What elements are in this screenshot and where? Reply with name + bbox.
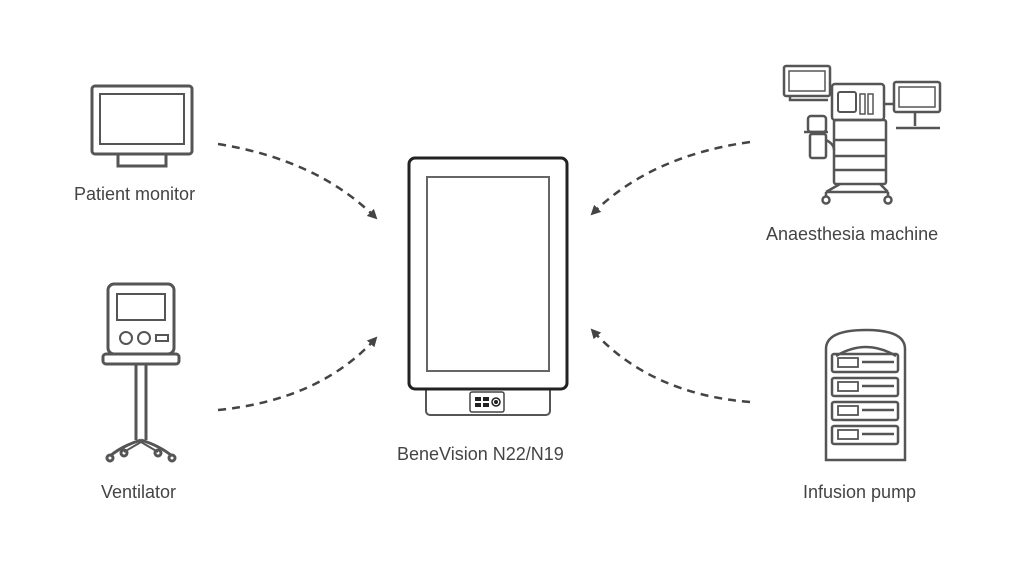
arrow-ventilator bbox=[217, 336, 378, 412]
arrow-anaesthesia-machine bbox=[590, 140, 751, 216]
ventilator-label: Ventilator bbox=[101, 482, 177, 502]
arrow-patient-monitor bbox=[217, 142, 378, 220]
anaesthesia-machine-label: Anaesthesia machine bbox=[766, 224, 939, 244]
ventilator-icon bbox=[101, 282, 181, 463]
patient-monitor-label: Patient monitor bbox=[74, 184, 196, 204]
arrow-infusion-pump bbox=[590, 328, 751, 404]
benevision-label: BeneVision N22/N19 bbox=[397, 444, 564, 464]
anaesthesia-machine-icon bbox=[782, 64, 942, 205]
infusion-pump-label: Infusion pump bbox=[803, 482, 917, 502]
patient-monitor-icon bbox=[90, 84, 194, 168]
infusion-pump-icon bbox=[824, 328, 907, 462]
tablet-device-icon bbox=[407, 156, 569, 416]
